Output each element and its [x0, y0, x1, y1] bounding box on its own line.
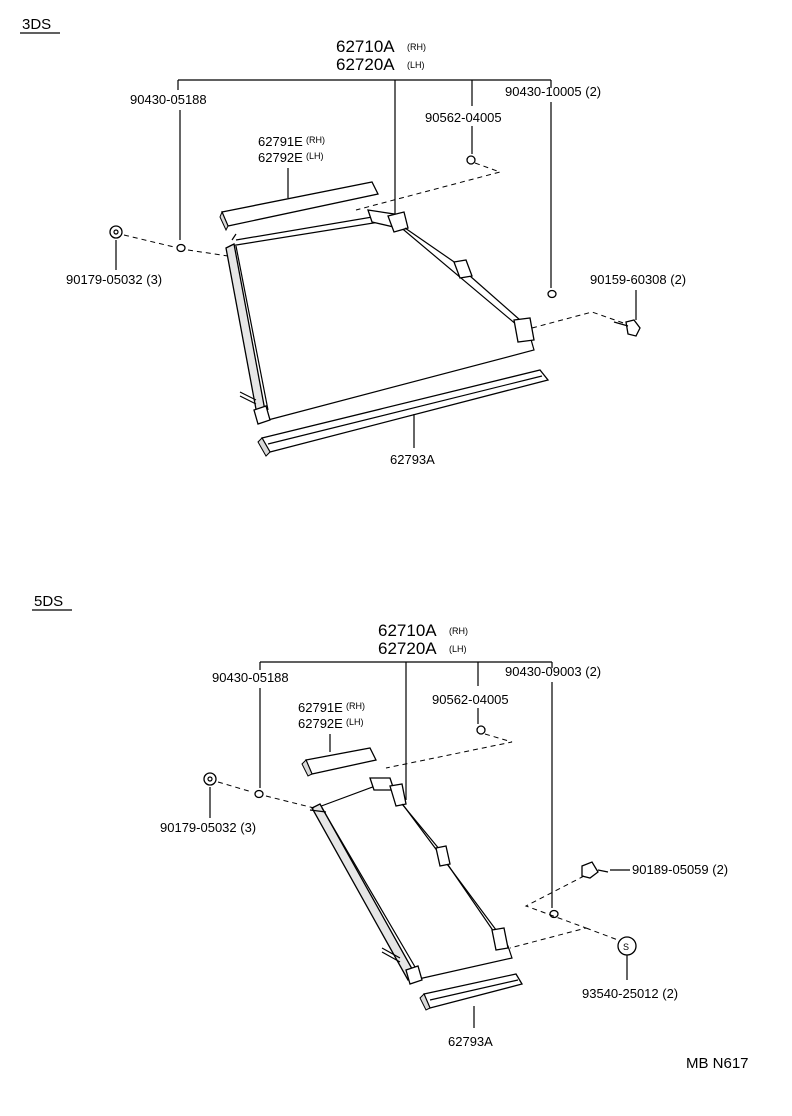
nut-left-dashline [123, 234, 229, 257]
shade-assy-rh-side: (RH) [449, 626, 468, 636]
clip-dashline [355, 162, 502, 211]
section-5ds: 5DS 62710A (RH) 62720A (LH) 90430-05188 … [32, 593, 728, 1049]
screw-cap-mark: S [623, 942, 629, 952]
diagram-code: MB N617 [686, 1055, 749, 1072]
nut-left-part [203, 772, 217, 786]
cover-rh-number: 62791E [298, 700, 343, 715]
screw-right-part [581, 861, 609, 879]
washer-left-label: 90430-05188 [130, 92, 207, 107]
washer-left-part [254, 789, 264, 799]
nut-left-label: 90179-05032 (3) [160, 820, 256, 835]
clip-part [466, 155, 476, 165]
cover-lh-side: (LH) [346, 717, 364, 727]
nut-left-part [109, 225, 123, 239]
shade-assy-rh-number: 62710A [336, 37, 395, 56]
shade-cover-part [219, 181, 379, 232]
section-title: 3DS [22, 16, 51, 33]
cover-lh-number: 62792E [298, 716, 343, 731]
sunshade-assembly [225, 209, 535, 425]
shade-cover-part [301, 747, 377, 777]
garnish-part [419, 973, 524, 1011]
washer-right-label: 90430-09003 (2) [505, 664, 601, 679]
garnish-label: 62793A [448, 1034, 493, 1049]
shade-assy-lh-number: 62720A [336, 55, 395, 74]
assembly-bracket [259, 661, 553, 800]
shade-assy-lh-number: 62720A [378, 639, 437, 658]
clip-label: 90562-04005 [432, 692, 509, 707]
section-3ds: 3DS 62710A (RH) 62720A (LH) 90430-05188 … [20, 16, 686, 467]
garnish-label: 62793A [390, 452, 435, 467]
screw-right-dashline [509, 875, 619, 949]
screw-cap-part: S [617, 936, 637, 956]
section-title: 5DS [34, 593, 63, 610]
nut-left-dashline [217, 781, 315, 809]
washer-right-label: 90430-10005 (2) [505, 84, 601, 99]
clip-dashline [385, 733, 513, 769]
clip-part [476, 725, 486, 735]
assembly-bracket [177, 79, 552, 218]
shade-assy-rh-side: (RH) [407, 42, 426, 52]
shade-assy-lh-side: (LH) [407, 60, 425, 70]
washer-left-part [176, 243, 186, 253]
cover-lh-number: 62792E [258, 150, 303, 165]
cover-rh-side: (RH) [306, 135, 325, 145]
bolt-right-label: 90159-60308 (2) [590, 272, 686, 287]
bolt-right-dashline [531, 311, 633, 329]
nut-left-label: 90179-05032 (3) [66, 272, 162, 287]
screw-right-label: 90189-05059 (2) [632, 862, 728, 877]
washer-right-part [549, 909, 559, 919]
sunshade-assembly [309, 777, 513, 985]
cover-lh-side: (LH) [306, 151, 324, 161]
cover-rh-side: (RH) [346, 701, 365, 711]
washer-right-part [547, 289, 557, 299]
screw-cap-label: 93540-25012 (2) [582, 986, 678, 1001]
shade-assy-rh-number: 62710A [378, 621, 437, 640]
garnish-part [257, 369, 550, 457]
shade-assy-lh-side: (LH) [449, 644, 467, 654]
clip-label: 90562-04005 [425, 110, 502, 125]
cover-rh-number: 62791E [258, 134, 303, 149]
bolt-right-part [613, 319, 641, 337]
washer-left-label: 90430-05188 [212, 670, 289, 685]
